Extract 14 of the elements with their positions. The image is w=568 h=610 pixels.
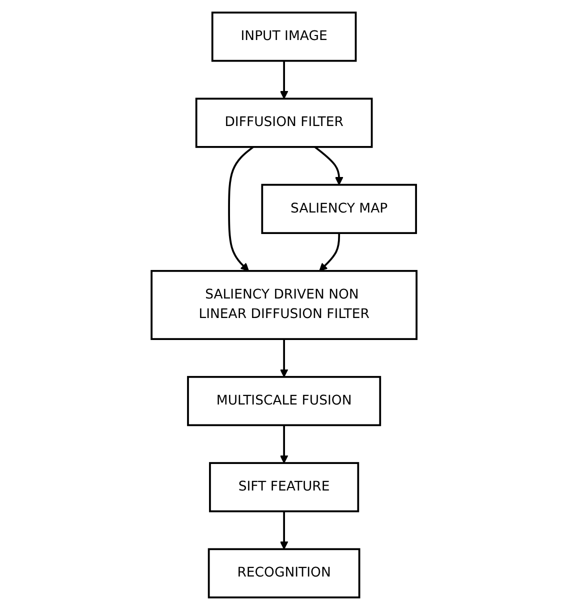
arrow — [319, 233, 340, 272]
node-box: INPUT IMAGE — [211, 12, 357, 62]
node-box: MULTISCALE FUSION — [186, 376, 382, 426]
node-box: RECOGNITION — [208, 548, 360, 598]
node-box: SALIENCY MAP — [261, 184, 417, 234]
node-box: SIFT FEATURE — [208, 462, 360, 512]
arrow — [280, 60, 288, 100]
arrow — [280, 425, 288, 464]
node-box: DIFFUSION FILTER — [195, 98, 373, 148]
arrow — [280, 511, 288, 550]
arrow — [280, 339, 288, 378]
node-box: SALIENCY DRIVEN NON LINEAR DIFFUSION FILTER — [150, 270, 418, 340]
arrow — [228, 146, 254, 272]
arrow — [314, 146, 344, 186]
